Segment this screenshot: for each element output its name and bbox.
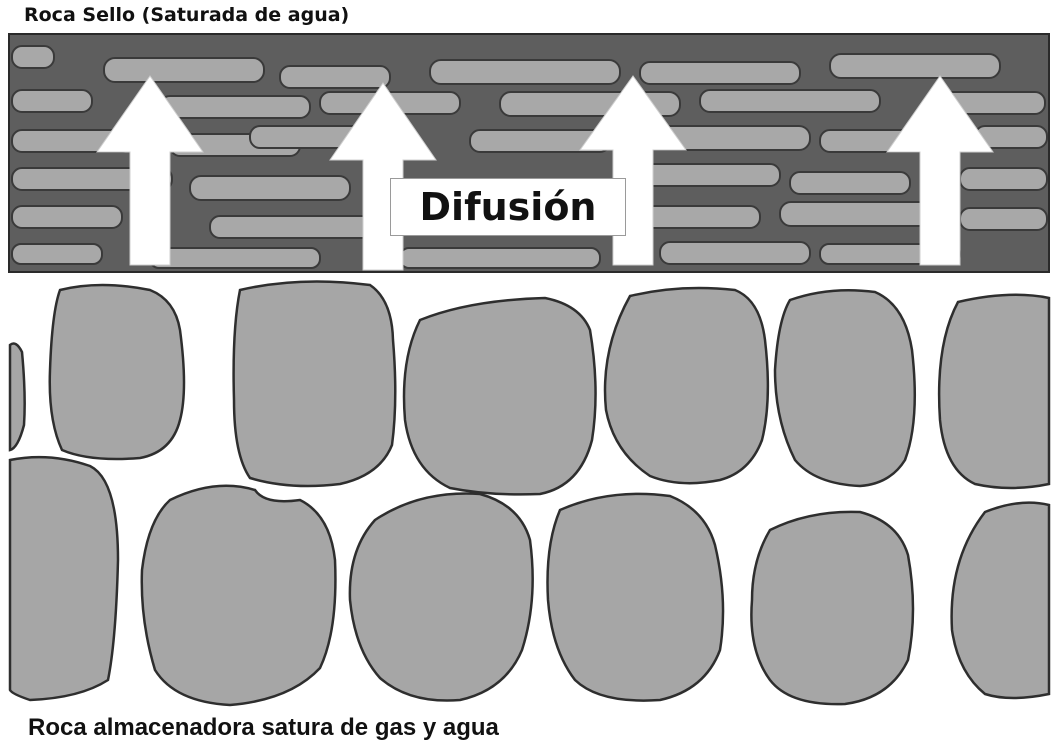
grain — [8, 342, 26, 452]
grain — [232, 280, 397, 488]
seal-rock-label: Roca Sello (Saturada de agua) — [24, 4, 350, 26]
grain — [48, 283, 186, 461]
grain — [8, 455, 120, 702]
grain — [546, 492, 725, 702]
up-arrow-icon — [329, 82, 437, 271]
up-arrow-icon — [886, 75, 994, 266]
grain — [950, 501, 1051, 700]
up-arrow-icon — [96, 75, 204, 266]
grain — [402, 296, 597, 496]
seal-rock-grains — [11, 45, 1048, 269]
diffusion-label: Difusión — [390, 178, 626, 236]
seal-rock-layer — [8, 33, 1050, 273]
reservoir-rock-label: Roca almacenadora satura de gas y agua — [28, 714, 499, 741]
grain — [750, 510, 915, 706]
grain — [348, 492, 534, 702]
up-arrow-icon — [579, 75, 687, 266]
grain — [937, 293, 1051, 490]
grain — [603, 286, 770, 485]
grain — [773, 288, 917, 488]
grain — [140, 484, 337, 707]
reservoir-rock-grains — [8, 280, 1051, 707]
